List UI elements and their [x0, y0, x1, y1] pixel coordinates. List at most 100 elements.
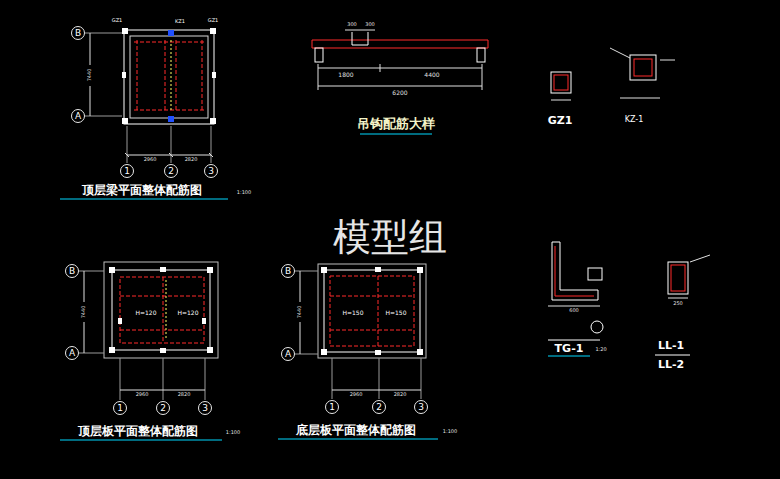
- slab-plan: [120, 277, 204, 343]
- annotation: 2960: [136, 392, 149, 398]
- drawing-title: LL-1: [658, 340, 684, 352]
- beam-plan: [176, 40, 177, 112]
- column-section: [551, 100, 571, 101]
- axis-bubble: A: [71, 109, 85, 123]
- beam-plan: [122, 118, 128, 124]
- axis-label: 3: [418, 403, 424, 412]
- annotation: 7440: [87, 69, 93, 82]
- beam-plan: [168, 116, 174, 122]
- ladder-section: [548, 306, 600, 307]
- slab-plan: [120, 296, 204, 297]
- column-section: [610, 48, 675, 98]
- axis-label: B: [69, 267, 75, 276]
- annotation: 1800: [338, 72, 353, 79]
- beam-section: [655, 355, 690, 356]
- slab-plan: [332, 358, 333, 399]
- column-section: [554, 75, 568, 90]
- hook-detail: [315, 48, 323, 62]
- slab-plan: [120, 390, 205, 391]
- slab-plan: [202, 318, 206, 324]
- beam-section: [690, 255, 710, 262]
- column-section: [551, 72, 571, 100]
- ladder-section: [552, 242, 598, 300]
- slab-plan: [375, 350, 381, 355]
- title-underline: [278, 439, 438, 440]
- axis-label: A: [285, 350, 291, 359]
- axis-label: 1: [329, 403, 335, 412]
- slab-plan: [207, 267, 213, 273]
- annotation: 600: [569, 308, 579, 314]
- ladder-section: [588, 268, 602, 280]
- watermark: 模型组: [333, 217, 447, 259]
- beam-plan: [130, 36, 208, 118]
- axis-bubble: 2: [164, 164, 178, 178]
- slab-plan: [160, 348, 166, 353]
- annotation: 2960: [350, 392, 363, 398]
- axis-label: 2: [160, 404, 166, 413]
- hook-detail: [312, 40, 488, 41]
- column-section: [630, 55, 656, 80]
- beam-plan: [85, 33, 211, 163]
- beam-plan: [134, 42, 205, 43]
- beam-plan: [134, 40, 205, 112]
- beam-plan: [85, 116, 122, 117]
- beam-plan: [127, 126, 128, 163]
- axis-label: 3: [208, 167, 214, 176]
- title-underline: [60, 134, 590, 440]
- annotation: 1:100: [443, 429, 457, 435]
- axis-bubble: 2: [372, 400, 386, 414]
- slab-plan: [300, 322, 301, 354]
- slab-plan: [330, 276, 414, 346]
- hook-detail: [312, 40, 313, 48]
- slab-plan: [330, 296, 414, 297]
- axis-bubble: B: [71, 26, 85, 40]
- beam-plan: [209, 153, 213, 157]
- title-underline: [548, 356, 590, 357]
- slab-plan: [417, 267, 423, 273]
- slab-plan: [421, 358, 422, 399]
- title-underline: [360, 134, 432, 135]
- axis-bubble: 1: [120, 164, 134, 178]
- column-section: [620, 98, 660, 99]
- axis-bubble: B: [65, 264, 79, 278]
- axis-label: A: [75, 112, 81, 121]
- beam-plan: [90, 33, 213, 157]
- slab-plan: [417, 349, 423, 355]
- slab-plan: [330, 276, 414, 346]
- slab-plan: [205, 358, 206, 400]
- axis-label: 3: [202, 404, 208, 413]
- slab-plan: [324, 270, 420, 352]
- annotation: 2820: [185, 157, 198, 163]
- annotation: 300: [365, 22, 375, 28]
- slab-plan: [118, 318, 122, 324]
- annotation: 2820: [178, 392, 191, 398]
- beam-plan: [90, 33, 91, 65]
- slab-plan: [112, 270, 210, 350]
- drawing-title: 吊钩配筋大样: [357, 117, 435, 131]
- beam-plan: [171, 126, 172, 163]
- annotation: H=150: [386, 310, 407, 317]
- drawing-title: TG-1: [555, 343, 584, 355]
- annotation: H=120: [178, 310, 199, 317]
- column-section: [610, 48, 630, 58]
- axis-bubble: 1: [113, 401, 127, 415]
- beam-plan: [122, 72, 126, 78]
- slab-plan: [120, 277, 204, 343]
- slab-plan: [166, 280, 167, 340]
- axis-bubble: 3: [198, 401, 212, 415]
- beam-plan: [171, 40, 172, 112]
- slab-plan: [79, 262, 218, 400]
- slab-plan: [332, 390, 421, 391]
- ladder-section: [548, 340, 600, 341]
- slab-plan: [120, 358, 121, 400]
- column-section: [634, 59, 652, 76]
- beam-plan: [85, 33, 122, 34]
- beam-plan: [211, 126, 212, 163]
- annotation: H=120: [136, 310, 157, 317]
- slab-plan: [321, 267, 327, 273]
- column-section: [551, 72, 571, 93]
- hook-detail: [477, 48, 485, 62]
- slab-plan: [295, 354, 318, 355]
- beam-section: [668, 298, 688, 299]
- annotation: KZ1: [175, 19, 185, 25]
